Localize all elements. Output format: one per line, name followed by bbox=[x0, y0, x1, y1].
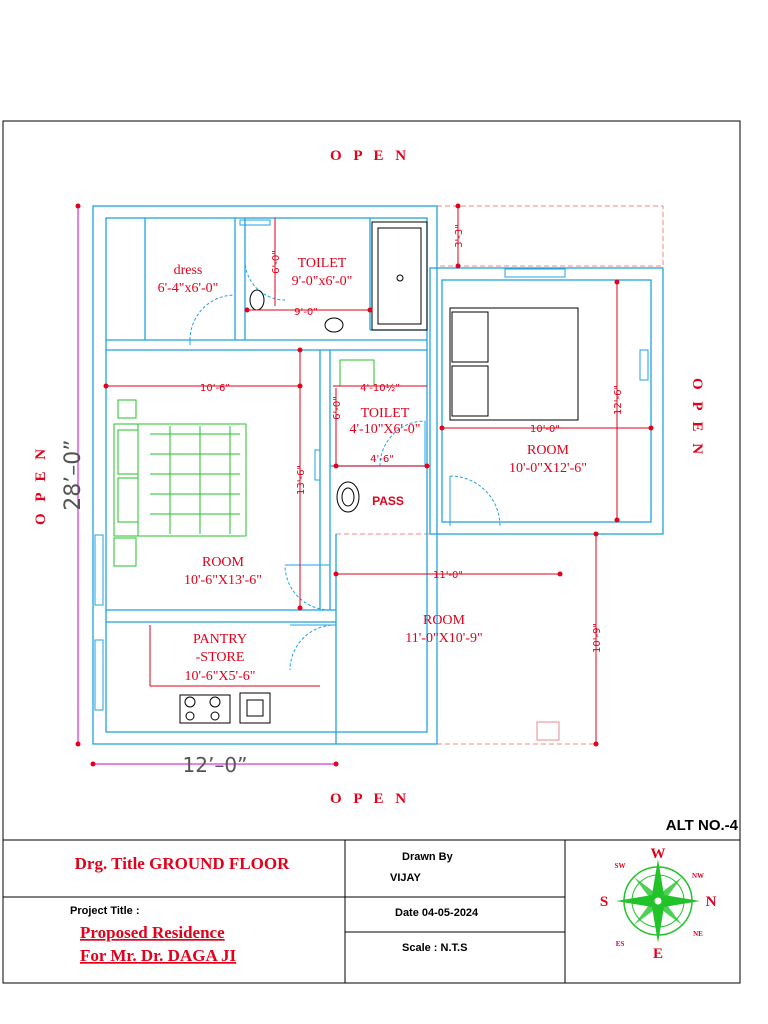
pass-label: PASS bbox=[372, 494, 404, 508]
compass-w: W bbox=[651, 846, 666, 862]
dim-3-3: 3'-3" bbox=[454, 224, 465, 248]
dim-4-10: 4'-10½" bbox=[360, 382, 400, 394]
overall-width-dim: 12’–0” bbox=[183, 753, 248, 777]
dim-10-0: 10'-0" bbox=[530, 424, 560, 435]
door-leaves bbox=[189, 340, 451, 626]
room-dimension-nodes bbox=[103, 203, 654, 747]
toilet1-size: 9'-0"x6'-0" bbox=[292, 274, 353, 289]
project-line-1: Proposed Residence bbox=[80, 923, 225, 942]
room-bottom-size: 11'-0"X10'-9" bbox=[405, 631, 482, 646]
dim-6-0-toilet2: 6'-0" bbox=[332, 396, 343, 420]
dim-13-6: 13'-6" bbox=[296, 465, 307, 495]
open-label-left: O P E N bbox=[33, 445, 49, 525]
windows bbox=[94, 219, 649, 711]
overall-dimension-lines bbox=[77, 206, 336, 765]
dim-12-6: 12'-6" bbox=[613, 385, 624, 415]
dim-6-0-toilet: 6'-0" bbox=[271, 250, 282, 274]
dress-size: 6'-4"x6'-0" bbox=[158, 281, 219, 296]
bed-right bbox=[449, 307, 579, 421]
open-label-top: O P E N bbox=[330, 148, 410, 164]
dim-4-6: 4'-6" bbox=[370, 454, 394, 465]
compass-labels: W E S N NW NE SW ES bbox=[600, 846, 717, 962]
compass-se: ES bbox=[616, 940, 625, 948]
dim-9-0: 9'-0" bbox=[294, 307, 318, 318]
compass-n: N bbox=[706, 894, 717, 910]
bed-left bbox=[113, 399, 247, 567]
scale-value: Scale : N.T.S bbox=[402, 942, 467, 954]
open-label-right: O P E N bbox=[689, 378, 705, 458]
toilet2-size: 4'-10"X6'-0" bbox=[350, 422, 421, 437]
project-line-2: For Mr. Dr. DAGA JI bbox=[80, 946, 237, 965]
dim-10-6: 10'-6" bbox=[200, 383, 230, 394]
overall-height-dim: 28’–0” bbox=[61, 439, 86, 510]
dress-label: dress bbox=[174, 263, 203, 278]
toilet2-label: TOILET bbox=[361, 406, 410, 421]
compass-sw: SW bbox=[615, 862, 626, 870]
open-label-bottom: O P E N bbox=[330, 791, 410, 807]
toilet1-label: TOILET bbox=[298, 256, 347, 271]
drawn-by-label: Drawn By bbox=[402, 851, 454, 863]
open-area-outlines bbox=[335, 205, 664, 745]
alt-number: ALT NO.-4 bbox=[666, 817, 739, 834]
dim-11-0: 11'-0" bbox=[433, 570, 463, 581]
pantry-size: 10'-6"X5'-6" bbox=[185, 669, 256, 684]
dimension-nodes bbox=[75, 203, 339, 767]
dim-10-9: 10'-9" bbox=[592, 623, 603, 653]
room-right-size: 10'-0"X12'-6" bbox=[509, 461, 587, 476]
door-swings bbox=[189, 259, 501, 671]
drawing-title: Drg. Title GROUND FLOOR bbox=[75, 854, 290, 873]
compass-icon bbox=[616, 859, 700, 943]
pantry-label-2: -STORE bbox=[196, 650, 245, 665]
room-bottom-label: ROOM bbox=[423, 613, 466, 628]
compass-nw: NW bbox=[692, 872, 704, 880]
project-title-label: Project Title : bbox=[70, 905, 139, 917]
compass-e: E bbox=[653, 946, 663, 962]
title-block-grid bbox=[3, 840, 566, 983]
room-dimension-lines bbox=[106, 206, 651, 744]
toilet-fixtures bbox=[179, 221, 428, 724]
compass-s: S bbox=[600, 894, 608, 910]
date-value: Date 04-05-2024 bbox=[395, 907, 479, 919]
sheet-border bbox=[2, 120, 741, 984]
room-left-label: ROOM bbox=[202, 555, 245, 570]
pantry-label: PANTRY bbox=[193, 632, 247, 647]
drawn-by-name: VIJAY bbox=[390, 872, 421, 884]
room-right-label: ROOM bbox=[527, 443, 570, 458]
staircase-hatch bbox=[536, 721, 560, 741]
compass-ne: NE bbox=[693, 930, 703, 938]
room-left-size: 10'-6"X13'-6" bbox=[184, 573, 262, 588]
